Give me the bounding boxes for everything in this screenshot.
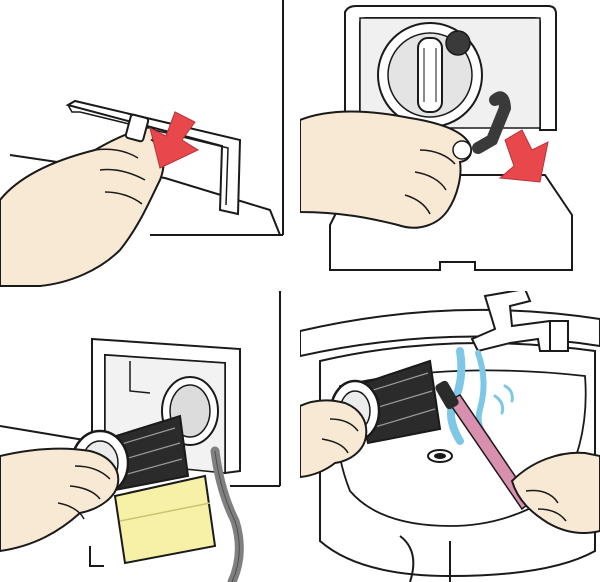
drain-hose-icon [210,446,244,582]
step-2-drawing [300,5,573,271]
step-3-remove-filter-panel [0,291,300,582]
machine-front-edge [0,425,91,442]
drain-pipe [399,535,451,582]
machine-foot [89,546,104,567]
step-4-clean-filter-panel [300,291,600,582]
drain-hose-icon [472,91,512,154]
filter-cap-icon [377,22,483,128]
step-1-open-flap-panel [0,0,300,291]
hand-icon-right [510,451,600,534]
step-1-drawing [0,0,284,287]
compartment-inner-step [129,361,151,394]
hand-icon [0,447,120,553]
step-2-unscrew-cap-panel [300,0,600,291]
step-3-drawing [0,291,281,582]
arrow-icon [149,111,200,169]
hand-icon [0,113,165,287]
hand-icon [300,110,472,229]
step-4-drawing [300,291,600,582]
hand-icon [300,399,368,479]
towel-icon [113,474,217,565]
faucet-icon [470,291,569,353]
arrow-icon [498,129,549,183]
